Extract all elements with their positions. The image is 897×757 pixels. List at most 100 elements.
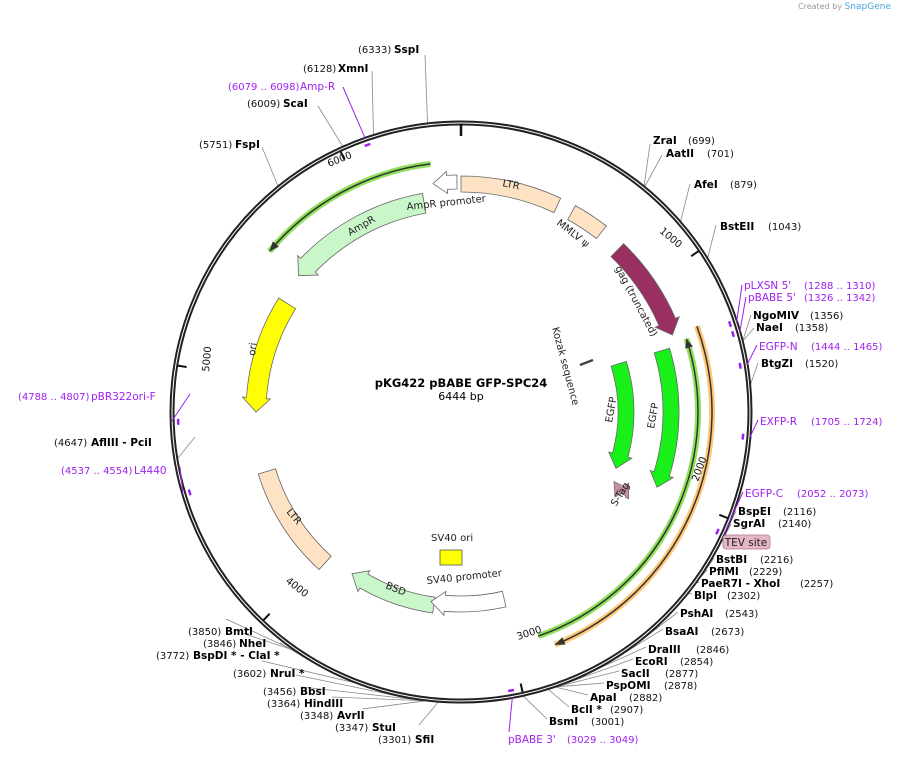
feature-label-kozak: Kozak sequence <box>549 326 581 407</box>
site-position: (3001) <box>591 717 624 728</box>
site-name[interactable]: ScaI <box>283 98 308 110</box>
site-leader-line <box>418 701 439 726</box>
tick-label-4000: 4000 <box>283 576 310 600</box>
site-name[interactable]: XmnI <box>338 63 368 75</box>
site-name[interactable]: AvrII <box>337 710 365 722</box>
primer-name[interactable]: pLXSN 5' <box>744 280 791 292</box>
feature-egfp-outer[interactable] <box>649 347 680 488</box>
site-name[interactable]: BtgZI <box>761 358 793 370</box>
site-name[interactable]: BstBI <box>716 554 747 566</box>
feature-ampr[interactable] <box>297 192 427 277</box>
primer-name[interactable]: EGFP-N <box>759 341 798 353</box>
primer-name[interactable]: EXFP-R <box>760 416 797 428</box>
feature-tev-site[interactable] <box>613 481 630 498</box>
site-name[interactable]: NgoMIV <box>753 310 800 322</box>
site-name[interactable]: DraIII <box>648 644 681 656</box>
feature-sv40-promoter[interactable] <box>430 590 507 617</box>
site-leader-line <box>548 689 570 708</box>
site-name[interactable]: SfiI <box>415 734 434 746</box>
site-name[interactable]: AfeI <box>694 179 718 191</box>
site-name[interactable]: SacII <box>621 668 650 680</box>
site-position: (2846) <box>696 645 729 656</box>
site-name[interactable]: SgrAI <box>733 518 765 530</box>
site-position: (6128) <box>303 64 336 75</box>
site-position: (701) <box>707 149 734 160</box>
site-leader-line <box>301 686 421 701</box>
feature-egfp-inner[interactable] <box>607 360 635 469</box>
site-name[interactable]: NaeI <box>756 322 783 334</box>
site-position: (6009) <box>247 99 280 110</box>
site-name[interactable]: SspI <box>394 44 419 56</box>
feature-ori[interactable] <box>241 297 297 413</box>
feature-sv40-ori[interactable] <box>439 549 463 566</box>
site-leader-line <box>317 105 343 147</box>
site-name[interactable]: BstEII <box>720 221 754 233</box>
site-leader-line <box>742 327 755 341</box>
site-name[interactable]: BclI * <box>571 704 602 716</box>
site-name[interactable]: PaeR7I - XhoI <box>701 578 780 590</box>
feature-ltr-top[interactable] <box>460 175 562 214</box>
primer-binding-mark <box>715 528 720 535</box>
tick-label-5000: 5000 <box>201 346 214 372</box>
site-name[interactable]: NheI <box>239 638 266 650</box>
site-name[interactable]: BsaAI <box>665 626 698 638</box>
site-name[interactable]: NruI * <box>270 668 305 680</box>
primer-binding-mark <box>187 489 192 496</box>
site-leader-line <box>557 670 620 688</box>
primer-name[interactable]: pBABE 5' <box>748 292 796 304</box>
primer-name[interactable]: pBABE 3' <box>508 734 556 746</box>
site-name[interactable]: PflMI <box>709 566 739 578</box>
feature-gag-truncated[interactable] <box>610 243 680 336</box>
site-name[interactable]: EcoRI <box>635 656 668 668</box>
orf-ampr-line <box>268 163 431 252</box>
primer-leader-line <box>746 344 758 365</box>
site-position: (2116) <box>783 507 816 518</box>
primer-name[interactable]: pBR322ori-F <box>91 391 156 403</box>
site-position: (6333) <box>358 45 391 56</box>
site-name[interactable]: BspEI <box>738 506 771 518</box>
site-leader-line <box>555 686 589 696</box>
primer-name[interactable]: Amp-R <box>300 81 335 93</box>
tick-mark <box>339 151 346 161</box>
site-name[interactable]: AflIII - PciI <box>91 437 152 449</box>
feature-bsd[interactable] <box>351 570 436 614</box>
site-position: (2543) <box>725 609 758 620</box>
site-name[interactable]: BsmI <box>549 716 578 728</box>
feature-label-egfp-inner: EGFP <box>604 396 619 423</box>
feature-ampr-promoter[interactable] <box>432 170 458 195</box>
site-name[interactable]: BbsI <box>300 686 326 698</box>
site-leader-line <box>750 362 759 385</box>
site-name[interactable]: PshAI <box>680 608 713 620</box>
primer-binding-mark <box>727 320 733 328</box>
site-name[interactable]: BspDI * - ClaI * <box>193 650 280 662</box>
orf-egfp-green-line <box>537 338 699 637</box>
feature-mmlv-psi[interactable] <box>567 205 607 240</box>
feature-ltr-bottom[interactable] <box>257 468 332 571</box>
site-leader-line <box>371 70 374 135</box>
site-leader-line <box>523 695 548 720</box>
feature-kozak-sequence[interactable] <box>579 358 594 367</box>
site-name[interactable]: FspI <box>235 139 260 151</box>
site-name[interactable]: PspOMI <box>606 680 651 692</box>
feature-label-ltr-top: LTR <box>501 178 520 192</box>
site-position: (2882) <box>629 693 662 704</box>
primer-name[interactable]: L4440 <box>134 465 167 477</box>
primer-name[interactable]: EGFP-C <box>745 488 783 500</box>
site-leader-line <box>225 618 294 651</box>
site-position: (1358) <box>795 323 828 334</box>
site-name[interactable]: ApaI <box>590 692 617 704</box>
site-name[interactable]: StuI <box>372 722 396 734</box>
site-name[interactable]: HindIII <box>304 698 343 710</box>
tev-site-box <box>722 534 771 550</box>
site-name[interactable]: ZraI <box>653 135 677 147</box>
tick-label-1000: 1000 <box>657 226 684 251</box>
site-name[interactable]: BlpI <box>694 590 717 602</box>
site-name[interactable]: BmtI <box>225 626 253 638</box>
tick-mark <box>519 683 524 693</box>
site-name[interactable]: AatII <box>666 148 694 160</box>
primer-leader-line <box>723 491 744 535</box>
primer-range: (3029 .. 3049) <box>567 735 639 746</box>
feature-label-sv40-promoter: SV40 promoter <box>426 568 503 587</box>
primer-range: (6079 .. 6098) <box>228 82 300 93</box>
